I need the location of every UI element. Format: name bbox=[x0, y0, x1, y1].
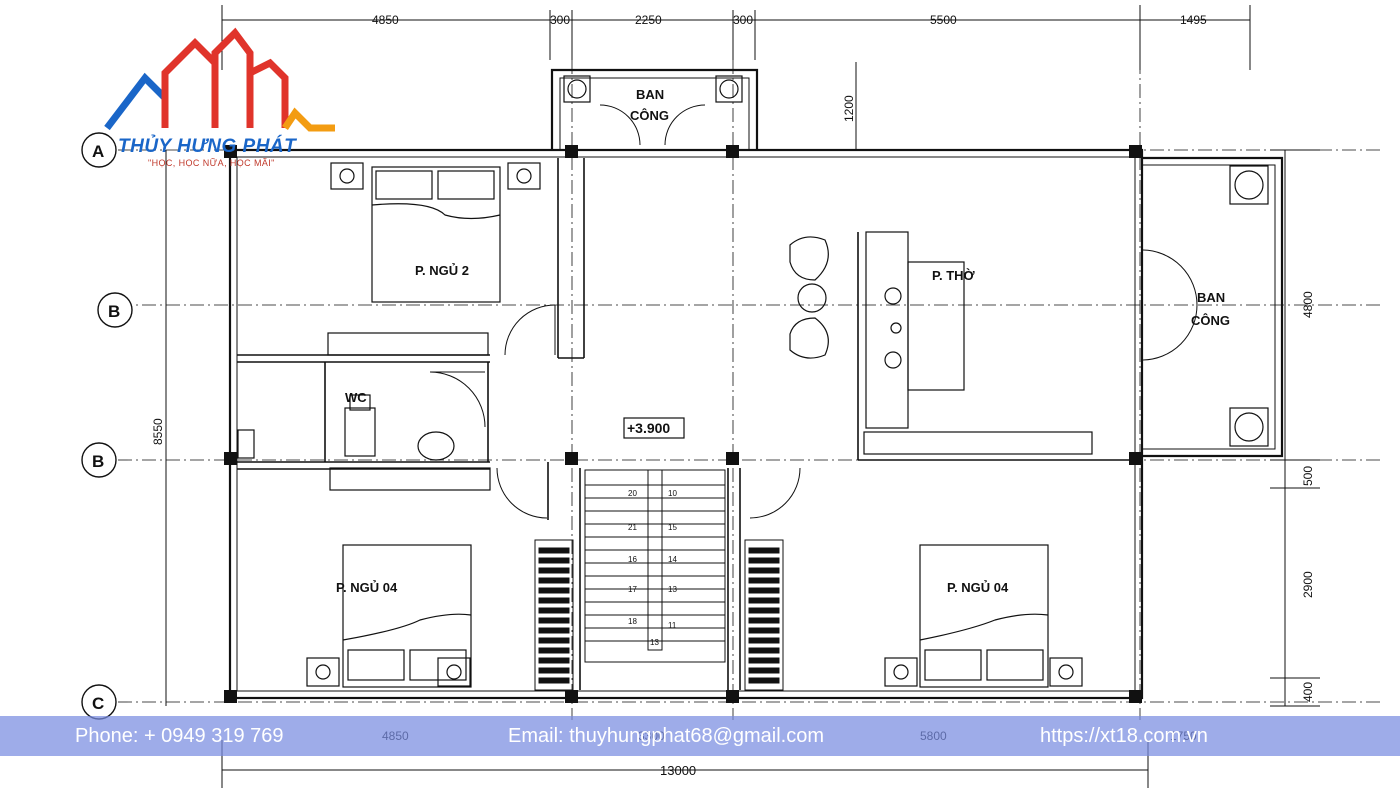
dim-left: 8550 bbox=[151, 418, 165, 445]
dim-right-2: 500 bbox=[1301, 466, 1315, 486]
brand-name: THỦY HƯNG PHÁT bbox=[118, 136, 297, 157]
dim-top-1: 4850 bbox=[372, 13, 399, 27]
footer-email[interactable]: Email: thuyhungphat68@gmail.com bbox=[508, 725, 825, 747]
closet-hanger bbox=[538, 667, 570, 674]
closet-hanger bbox=[538, 577, 570, 584]
dim-right-4: 400 bbox=[1301, 682, 1315, 702]
stair-step-number: 14 bbox=[668, 555, 677, 564]
company-logo bbox=[104, 27, 335, 132]
stair-step-number: 13 bbox=[650, 638, 659, 647]
closet-hanger bbox=[748, 577, 780, 584]
stair-step-number: 10 bbox=[668, 489, 677, 498]
closet-hanger bbox=[748, 547, 780, 554]
contact-footer-bar: Phone: + 0949 319 769 Email: thuyhungpha… bbox=[0, 716, 1400, 756]
stair-step-number: 20 bbox=[628, 489, 637, 498]
room-bedroom-left: P. NGỦ 04 bbox=[336, 580, 398, 595]
closet-hanger bbox=[748, 587, 780, 594]
brand-slogan: "HỌC, HỌC NỮA, HỌC MÃI" bbox=[148, 158, 275, 168]
stair-step-number: 16 bbox=[628, 555, 637, 564]
footer-phone[interactable]: Phone: + 0949 319 769 bbox=[75, 725, 284, 747]
closet-hanger bbox=[748, 597, 780, 604]
footer-website[interactable]: https://xt18.com.vn bbox=[1040, 725, 1208, 747]
closet-hanger bbox=[748, 557, 780, 564]
closet-hanger bbox=[538, 567, 570, 574]
room-worship: P. THỜ bbox=[932, 268, 976, 283]
dim-top-3: 2250 bbox=[635, 13, 662, 27]
axis-label-c: C bbox=[92, 694, 104, 713]
dim-right-3: 2900 bbox=[1301, 571, 1315, 598]
closet-hanger bbox=[748, 647, 780, 654]
level-mark: +3.900 bbox=[627, 420, 670, 436]
closet-hanger bbox=[538, 607, 570, 614]
closet-hanger bbox=[538, 597, 570, 604]
stair-step-number: 18 bbox=[628, 617, 637, 626]
dim-top-2: 300 bbox=[550, 13, 570, 27]
closet-hanger bbox=[748, 677, 780, 684]
closet-hanger bbox=[748, 567, 780, 574]
dim-top-6: 1495 bbox=[1180, 13, 1207, 27]
axis-label-b2: B bbox=[92, 452, 104, 471]
closet-hanger bbox=[748, 617, 780, 624]
room-bedroom-right: P. NGỦ 04 bbox=[947, 580, 1009, 595]
dim-right-1: 4800 bbox=[1301, 291, 1315, 318]
closet-hanger bbox=[748, 657, 780, 664]
closet-hanger bbox=[748, 667, 780, 674]
stair-step-number: 15 bbox=[668, 523, 677, 532]
closet-hanger bbox=[748, 627, 780, 634]
stair-step-number: 13 bbox=[668, 585, 677, 594]
closet-hanger bbox=[538, 627, 570, 634]
room-balcony-right-line2: CÔNG bbox=[1191, 313, 1230, 328]
room-balcony-top-line1: BAN bbox=[636, 87, 664, 102]
room-balcony-top-line2: CÔNG bbox=[630, 108, 669, 123]
dim-top-4: 300 bbox=[733, 13, 753, 27]
dim-total-width: 13000 bbox=[660, 763, 696, 778]
axis-label-b1: B bbox=[108, 302, 120, 321]
stair-step-number: 21 bbox=[628, 523, 637, 532]
closet-hanger bbox=[538, 587, 570, 594]
dim-balcony-depth: 1200 bbox=[842, 95, 856, 122]
closet-hanger bbox=[538, 657, 570, 664]
room-bedroom-2: P. NGỦ 2 bbox=[415, 263, 469, 278]
closet-hanger bbox=[538, 557, 570, 564]
closet-hanger bbox=[538, 647, 570, 654]
room-balcony-right-line1: BAN bbox=[1197, 290, 1225, 305]
axis-label-a: A bbox=[92, 142, 104, 161]
closet-hanger bbox=[538, 617, 570, 624]
dim-top-5: 5500 bbox=[930, 13, 957, 27]
room-wc: WC bbox=[345, 390, 367, 405]
closet-hanger bbox=[538, 637, 570, 644]
stair-step-number: 17 bbox=[628, 585, 637, 594]
closet-hanger bbox=[748, 637, 780, 644]
stair-step-number: 11 bbox=[668, 621, 677, 630]
closet-hanger bbox=[538, 677, 570, 684]
closet-hanger bbox=[538, 547, 570, 554]
closet-hanger bbox=[748, 607, 780, 614]
